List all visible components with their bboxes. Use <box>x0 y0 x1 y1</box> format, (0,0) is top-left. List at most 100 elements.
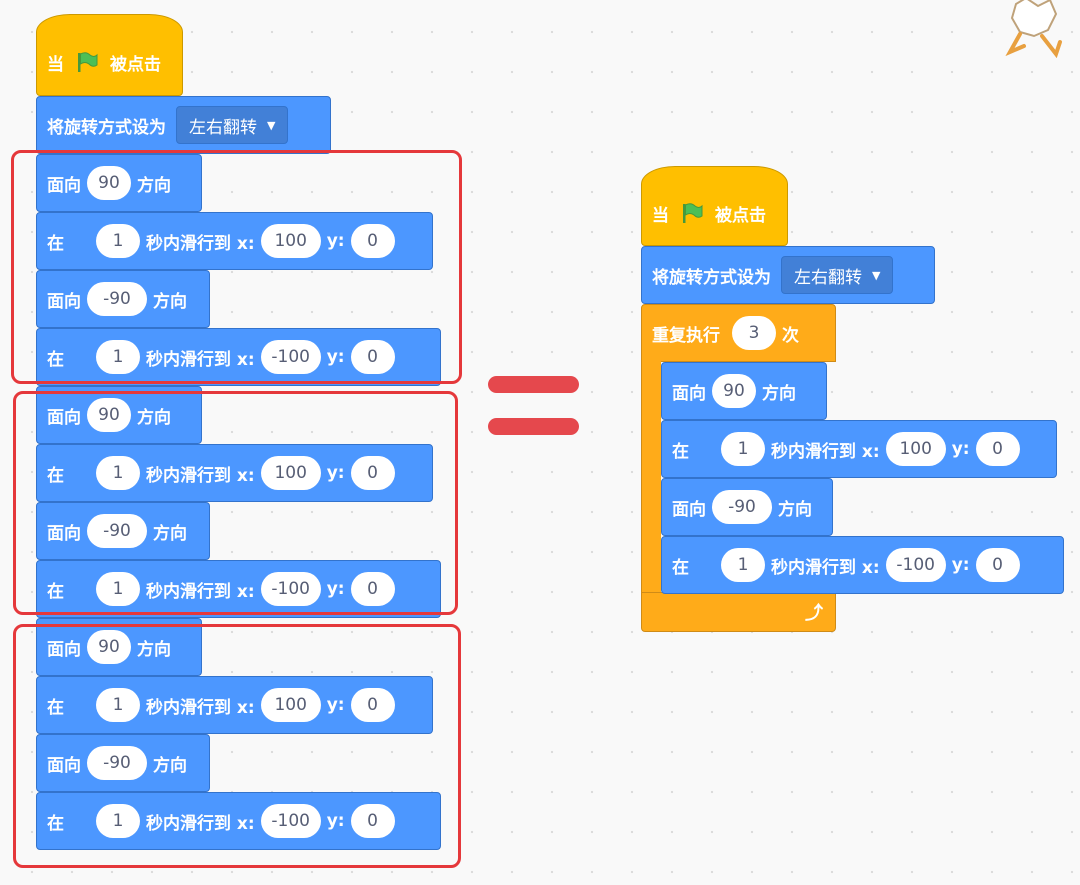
direction-input[interactable]: -90 <box>87 514 147 548</box>
direction-suffix: 方向 <box>153 523 187 544</box>
point-label: 面向 <box>672 499 706 520</box>
seconds-input[interactable]: 1 <box>96 804 140 838</box>
y-label: y: <box>951 439 970 459</box>
seconds-input[interactable]: 1 <box>96 572 140 606</box>
direction-suffix: 方向 <box>778 499 812 520</box>
x-input[interactable]: -100 <box>260 572 321 606</box>
x-input[interactable]: 100 <box>260 456 321 490</box>
point-direction-block[interactable]: 面向 90 方向 <box>36 386 202 444</box>
y-label: y: <box>326 579 345 599</box>
set-rotation-style-block[interactable]: 将旋转方式设为 左右翻转 ▼ <box>641 246 935 304</box>
repeat-arm <box>641 361 661 593</box>
y-input[interactable]: 0 <box>350 688 395 722</box>
direction-input[interactable]: 90 <box>87 398 131 432</box>
highlight-box <box>13 391 458 615</box>
rotation-style-dropdown[interactable]: 左右翻转 ▼ <box>176 106 289 144</box>
glide-block[interactable]: 在 1 秒内滑行到 x: 100 y: 0 <box>36 444 433 502</box>
glide-text: 秒内滑行到 x: <box>146 465 255 486</box>
direction-input[interactable]: -90 <box>87 282 147 316</box>
rotation-style-dropdown[interactable]: 左右翻转 ▼ <box>781 256 894 294</box>
glide-block[interactable]: 在 1 秒内滑行到 x: -100 y: 0 <box>36 328 441 386</box>
repeat-block[interactable]: 重复执行 3 次 ⤴ <box>641 304 836 632</box>
glide-in-label: 在 <box>672 557 689 578</box>
point-label: 面向 <box>47 639 81 660</box>
repeat-header[interactable]: 重复执行 3 次 <box>641 304 836 362</box>
seconds-input[interactable]: 1 <box>96 224 140 258</box>
seconds-input[interactable]: 1 <box>721 548 765 582</box>
glide-text: 秒内滑行到 x: <box>146 349 255 370</box>
repeat-label: 重复执行 <box>652 325 720 346</box>
x-input[interactable]: -100 <box>885 548 946 582</box>
direction-suffix: 方向 <box>137 639 171 660</box>
y-input[interactable]: 0 <box>975 432 1020 466</box>
direction-input[interactable]: 90 <box>87 630 131 664</box>
glide-block[interactable]: 在 1 秒内滑行到 x: -100 y: 0 <box>661 536 1064 594</box>
point-direction-block[interactable]: 面向 90 方向 <box>36 618 202 676</box>
glide-block[interactable]: 在 1 秒内滑行到 x: 100 y: 0 <box>36 676 433 734</box>
glide-text: 秒内滑行到 x: <box>146 813 255 834</box>
x-input[interactable]: 100 <box>885 432 946 466</box>
direction-input[interactable]: -90 <box>712 490 772 524</box>
glide-text: 秒内滑行到 x: <box>146 233 255 254</box>
when-flag-clicked-block[interactable]: 当 被点击 <box>36 14 183 96</box>
rotation-label: 将旋转方式设为 <box>47 117 166 138</box>
seconds-input[interactable]: 1 <box>96 456 140 490</box>
repeat-suffix: 次 <box>782 325 799 346</box>
direction-suffix: 方向 <box>137 407 171 428</box>
glide-block[interactable]: 在 1 秒内滑行到 x: 100 y: 0 <box>36 212 433 270</box>
hat-clicked-label: 被点击 <box>110 54 161 75</box>
glide-block[interactable]: 在 1 秒内滑行到 x: 100 y: 0 <box>661 420 1057 478</box>
glide-text: 秒内滑行到 x: <box>771 441 880 462</box>
x-input[interactable]: -100 <box>260 340 321 374</box>
y-label: y: <box>326 811 345 831</box>
hat-when-label: 当 <box>652 205 669 226</box>
highlight-box <box>13 624 461 868</box>
seconds-input[interactable]: 1 <box>721 432 765 466</box>
y-label: y: <box>326 231 345 251</box>
x-input[interactable]: 100 <box>260 224 321 258</box>
glide-in-label: 在 <box>47 581 64 602</box>
point-direction-block[interactable]: 面向 -90 方向 <box>661 478 833 536</box>
glide-text: 秒内滑行到 x: <box>146 581 255 602</box>
when-flag-clicked-block[interactable]: 当 被点击 <box>641 166 788 246</box>
glide-in-label: 在 <box>672 441 689 462</box>
hat-clicked-label: 被点击 <box>715 205 766 226</box>
y-input[interactable]: 0 <box>350 572 395 606</box>
y-label: y: <box>326 695 345 715</box>
y-input[interactable]: 0 <box>350 224 395 258</box>
chevron-down-icon: ▼ <box>267 118 276 132</box>
x-input[interactable]: -100 <box>260 804 321 838</box>
y-input[interactable]: 0 <box>350 340 395 374</box>
point-direction-block[interactable]: 面向 -90 方向 <box>36 734 210 792</box>
x-input[interactable]: 100 <box>260 688 321 722</box>
green-flag-icon <box>78 52 98 72</box>
glide-in-label: 在 <box>47 465 64 486</box>
loop-arrow-icon: ⤴ <box>805 603 823 624</box>
repeat-count-input[interactable]: 3 <box>732 316 776 350</box>
point-label: 面向 <box>47 175 81 196</box>
direction-input[interactable]: 90 <box>712 374 756 408</box>
direction-input[interactable]: -90 <box>87 746 147 780</box>
glide-text: 秒内滑行到 x: <box>771 557 880 578</box>
seconds-input[interactable]: 1 <box>96 340 140 374</box>
direction-input[interactable]: 90 <box>87 166 131 200</box>
seconds-input[interactable]: 1 <box>96 688 140 722</box>
glide-in-label: 在 <box>47 697 64 718</box>
y-label: y: <box>326 463 345 483</box>
y-input[interactable]: 0 <box>975 548 1020 582</box>
glide-in-label: 在 <box>47 233 64 254</box>
point-label: 面向 <box>672 383 706 404</box>
point-direction-block[interactable]: 面向 -90 方向 <box>36 502 210 560</box>
set-rotation-style-block[interactable]: 将旋转方式设为 左右翻转 ▼ <box>36 96 331 154</box>
point-label: 面向 <box>47 523 81 544</box>
y-input[interactable]: 0 <box>350 804 395 838</box>
glide-block[interactable]: 在 1 秒内滑行到 x: -100 y: 0 <box>36 792 441 850</box>
point-direction-block[interactable]: 面向 90 方向 <box>661 362 827 420</box>
point-direction-block[interactable]: 面向 -90 方向 <box>36 270 210 328</box>
glide-block[interactable]: 在 1 秒内滑行到 x: -100 y: 0 <box>36 560 441 618</box>
point-direction-block[interactable]: 面向 90 方向 <box>36 154 202 212</box>
y-label: y: <box>326 347 345 367</box>
point-label: 面向 <box>47 407 81 428</box>
rotation-style-value: 左右翻转 <box>189 117 257 138</box>
y-input[interactable]: 0 <box>350 456 395 490</box>
